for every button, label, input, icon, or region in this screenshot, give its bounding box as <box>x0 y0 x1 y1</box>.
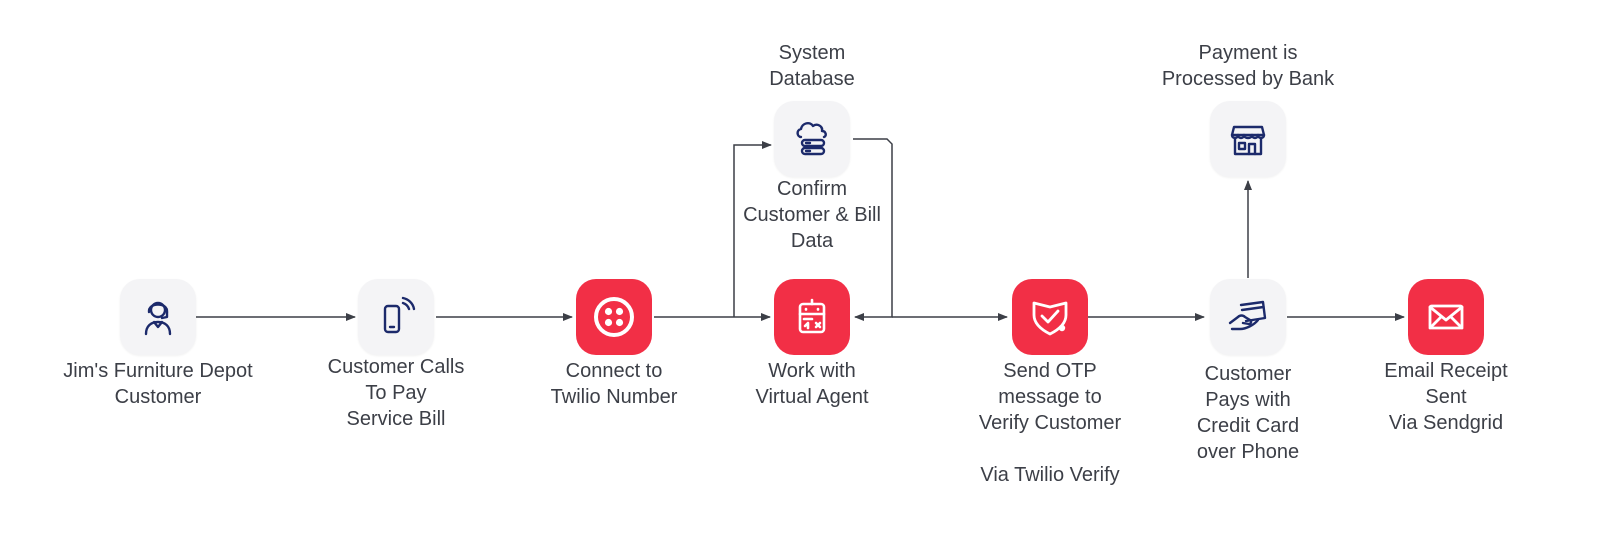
verify-check-icon <box>1032 301 1068 336</box>
twilio-node <box>576 279 652 355</box>
email-label: Email Receipt Sent Via Sendgrid <box>1384 360 1508 434</box>
customer-label: Jim's Furniture Depot Customer <box>63 360 253 408</box>
phone-signal-icon <box>383 296 416 334</box>
calls-label: Customer Calls To Pay Service Bill <box>327 356 465 430</box>
database-title: System Database <box>769 42 855 90</box>
otp-label: Send OTP message to Verify Customer Via … <box>978 360 1122 486</box>
calls-node <box>358 279 434 355</box>
twilio-logo-icon <box>594 297 634 337</box>
arrow-database-to-agent <box>853 138 893 321</box>
agent-node <box>774 279 850 355</box>
woman-headset-icon <box>144 301 172 336</box>
arrow-agent-to-database <box>733 141 772 317</box>
agent-label: Work with Virtual Agent <box>755 360 869 408</box>
customer-node <box>120 279 196 355</box>
cloud-database-icon <box>796 121 827 156</box>
database-node <box>774 101 850 177</box>
bank-store-icon <box>1230 125 1266 156</box>
otp-node <box>1012 279 1088 355</box>
robot-icon <box>798 298 826 334</box>
pay-label: Customer Pays with Credit Card over Phon… <box>1196 363 1300 463</box>
email-node <box>1408 279 1484 355</box>
bank-title: Payment is Processed by Bank <box>1161 42 1335 90</box>
twilio-label: Connect to Twilio Number <box>550 360 678 408</box>
envelope-icon <box>1428 304 1464 330</box>
hand-card-icon <box>1228 300 1267 331</box>
database-label: Confirm Customer & Bill Data <box>743 178 881 252</box>
pay-node <box>1210 279 1286 355</box>
bank-node <box>1210 101 1286 177</box>
